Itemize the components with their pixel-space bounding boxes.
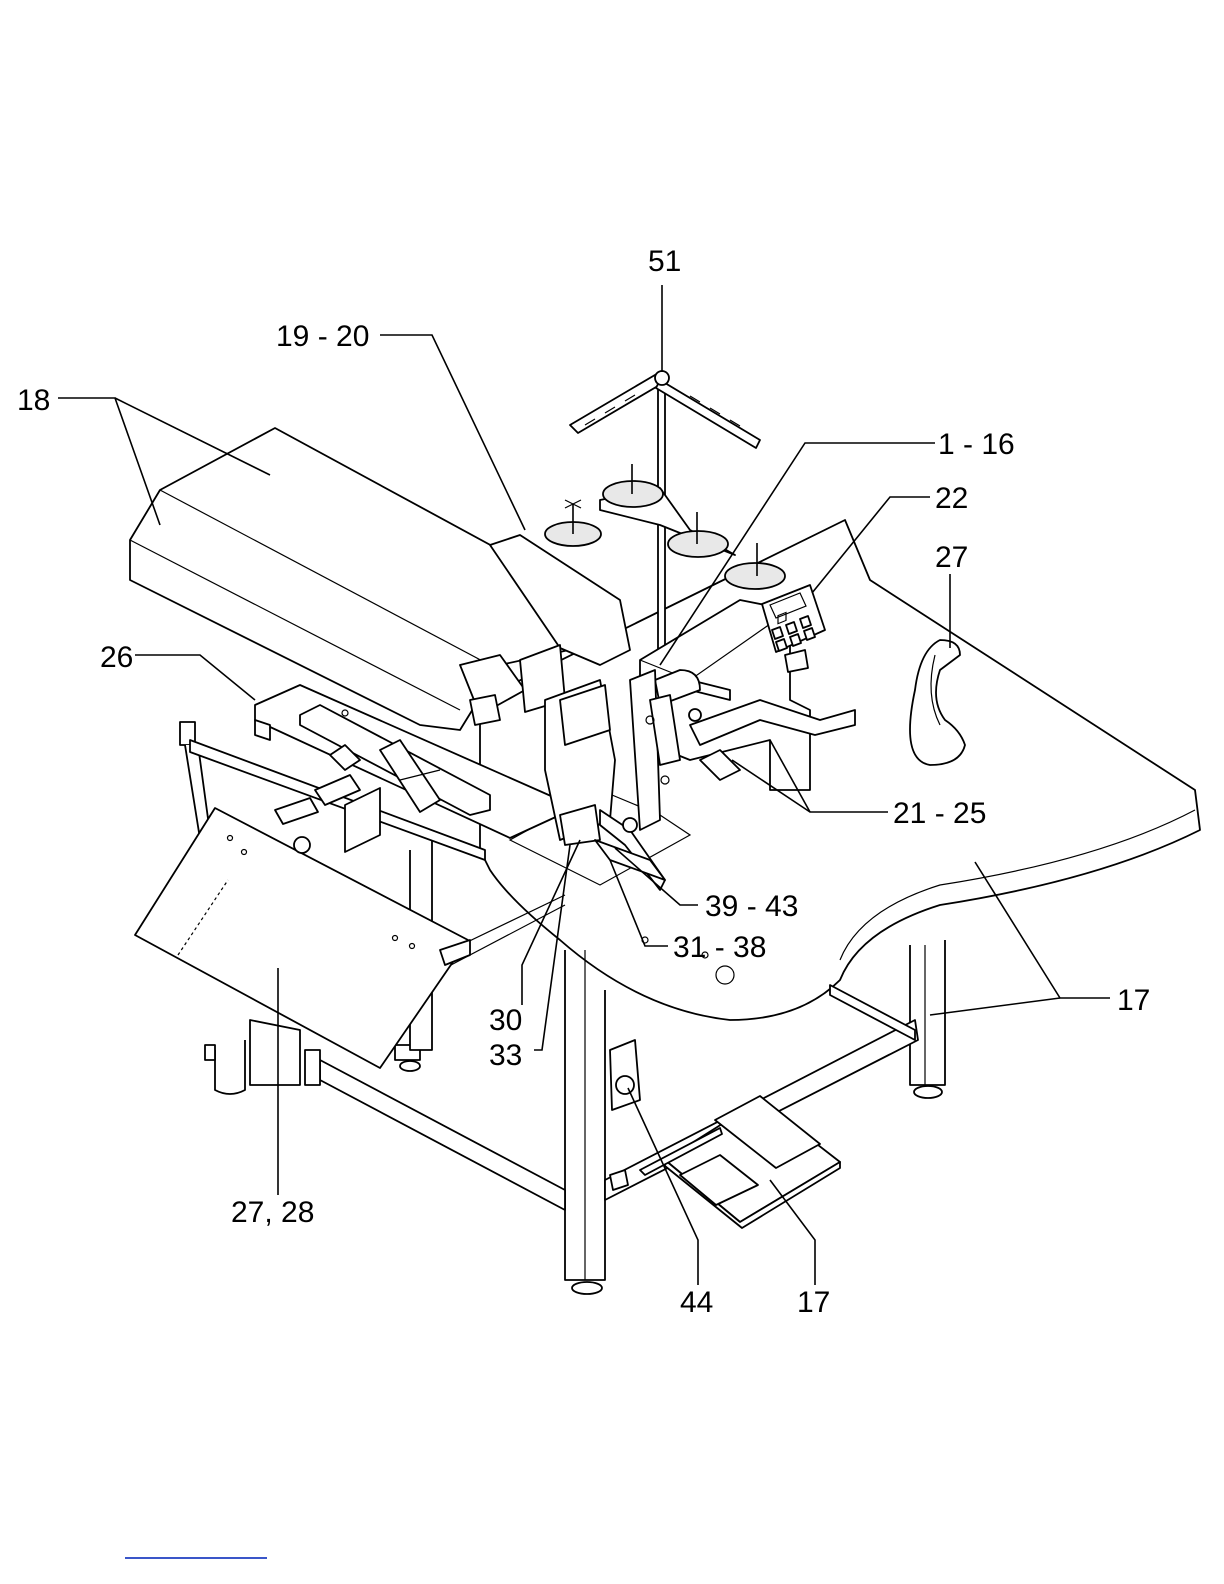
label-1-16: 1 - 16 bbox=[938, 428, 1015, 461]
label-17-bottom: 17 bbox=[797, 1286, 830, 1319]
label-27-28: 27, 28 bbox=[231, 1196, 314, 1229]
label-27-top: 27 bbox=[935, 541, 968, 574]
footer-rule bbox=[125, 1557, 267, 1559]
label-17-right: 17 bbox=[1117, 984, 1150, 1017]
foot-pedal bbox=[610, 1040, 840, 1228]
label-51: 51 bbox=[648, 245, 681, 278]
label-39-43: 39 - 43 bbox=[705, 890, 798, 923]
label-19-20: 19 - 20 bbox=[276, 320, 369, 353]
label-21-25: 21 - 25 bbox=[893, 797, 986, 830]
label-22: 22 bbox=[935, 482, 968, 515]
label-26: 26 bbox=[100, 641, 133, 674]
label-30: 30 bbox=[489, 1004, 522, 1037]
label-31-38: 31 - 38 bbox=[673, 931, 766, 964]
label-33: 33 bbox=[489, 1039, 522, 1072]
label-44: 44 bbox=[680, 1286, 713, 1319]
label-18: 18 bbox=[17, 384, 50, 417]
conveyor-housing bbox=[130, 428, 630, 730]
